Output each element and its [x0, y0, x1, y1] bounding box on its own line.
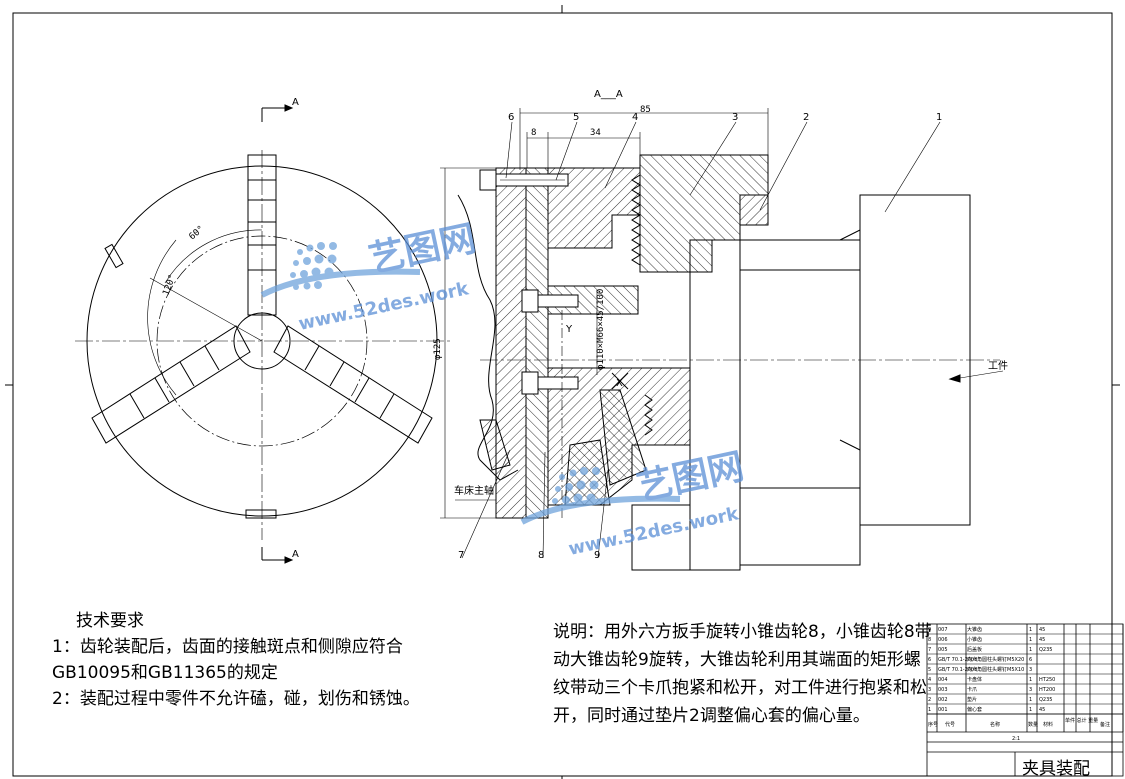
dim-8: 8 — [531, 128, 536, 138]
axis-x-label: X — [616, 378, 623, 389]
watermark-url-lower: www.52des.work — [567, 503, 742, 560]
bom-cell-material: 45 — [1039, 707, 1045, 713]
workpiece-note: 工件 — [988, 360, 1008, 372]
title-block — [926, 623, 1124, 777]
bom-cell-name: 偏心套 — [967, 706, 982, 713]
bom-cell-material: Q235 — [1039, 697, 1052, 703]
dim-34: 34 — [590, 128, 601, 138]
bom-cell-qty: 3 — [1029, 667, 1032, 673]
watermark-upper: 艺图网 www.52des.work — [260, 218, 480, 335]
section-mark-bottom: A — [292, 549, 299, 560]
dim-dia125: φ125 — [433, 338, 443, 360]
tech-requirements-title: 技术要求 — [76, 611, 144, 631]
part-label-5: 5 — [573, 112, 579, 123]
bom-cell-material: Q235 — [1039, 647, 1052, 653]
bom-cell-qty: 1 — [1029, 697, 1032, 703]
bom-cell-name: 卡盘体 — [967, 676, 982, 683]
section-view-title: A___A — [594, 89, 623, 100]
bom-cell-code: 006 — [938, 637, 948, 643]
bom-cell-no: 5 — [928, 667, 931, 673]
bom-header-remark: 备注 — [1100, 721, 1110, 728]
bom-cell-qty: 3 — [1029, 687, 1032, 693]
bom-header-qty: 数量 — [1028, 721, 1038, 728]
bom-cell-name: 小锥齿 — [967, 636, 982, 643]
bom-header-no: 序号 — [928, 721, 938, 728]
bom-cell-no: 6 — [928, 657, 931, 663]
front-view — [75, 104, 450, 564]
bom-cell-code: 007 — [938, 627, 948, 633]
axis-y-label: Y — [565, 324, 573, 335]
bom-cell-no: 2 — [928, 697, 931, 703]
tech-requirement-item-1: 1：齿轮装配后，齿面的接触斑点和侧隙应符合GB10095和GB11365的规定 — [52, 637, 403, 683]
tech-requirement-item-2: 2：装配过程中零件不允许磕，碰，划伤和锈蚀。 — [52, 689, 420, 709]
bom-cell-code: 002 — [938, 697, 948, 703]
angle-60-label: 60° — [188, 224, 207, 242]
bom-cell-name: 后盖板 — [967, 646, 982, 653]
bom-header-material: 材料 — [1043, 721, 1053, 728]
bom-cell-name: 垫片 — [967, 696, 977, 703]
bom-cell-code: 003 — [938, 687, 948, 693]
spindle-note: 车床主轴 — [454, 484, 494, 497]
part-label-7: 7 — [458, 550, 464, 561]
bom-cell-no: 9 — [928, 627, 931, 633]
bom-cell-qty: 6 — [1029, 657, 1032, 663]
drawing-title: 夹具装配 — [1022, 759, 1090, 779]
part-label-4: 4 — [632, 112, 638, 123]
part-label-2: 2 — [803, 112, 809, 123]
bom-cell-material: HT200 — [1039, 687, 1055, 693]
bom-cell-code: GB/T 70.1-2008 — [938, 657, 977, 663]
part-label-9: 9 — [594, 550, 600, 561]
bom-cell-no: 8 — [928, 637, 931, 643]
part-label-1: 1 — [936, 112, 942, 123]
bom-cell-no: 1 — [928, 707, 931, 713]
bom-cell-material: 45 — [1039, 627, 1045, 633]
bom-cell-qty: 1 — [1029, 647, 1032, 653]
bom-cell-code: 004 — [938, 677, 948, 683]
bom-header-code: 代号 — [945, 721, 955, 728]
bom-cell-qty: 1 — [1029, 627, 1032, 633]
dim-thread: φ110×M66×45/100 — [596, 289, 606, 370]
bom-cell-name: 内六角圆柱头螺钉M5X10 — [967, 666, 1024, 673]
part-label-3: 3 — [732, 112, 738, 123]
part-label-8: 8 — [538, 550, 544, 561]
part-label-6: 6 — [508, 112, 514, 123]
bom-cell-no: 7 — [928, 647, 931, 653]
section-view: A___A — [440, 89, 1004, 571]
section-mark-top: A — [292, 97, 299, 108]
bom-cell-code: GB/T 70.1-2008 — [938, 667, 977, 673]
bom-cell-qty: 1 — [1029, 677, 1032, 683]
bom-cell-material: 45 — [1039, 637, 1045, 643]
bom-cell-name: 内六角圆柱头螺钉M5X20 — [967, 656, 1024, 663]
bom-cell-code: 001 — [938, 707, 948, 713]
description-text: 说明：用外六方扳手旋转小锥齿轮8，小锥齿轮8带动大锥齿轮9旋转，大锥齿轮利用其端… — [553, 622, 932, 726]
bom-cell-name: 大锥齿 — [967, 626, 982, 633]
bom-cell-qty: 1 — [1029, 637, 1032, 643]
bom-cell-code: 005 — [938, 647, 948, 653]
dim-85: 85 — [640, 105, 651, 115]
bom-cell-material: HT250 — [1039, 677, 1055, 683]
scale-label: 2:1 — [1012, 736, 1020, 742]
bom-cell-no: 3 — [928, 687, 931, 693]
bom-cell-no: 4 — [928, 677, 931, 683]
bom-cell-qty: 1 — [1029, 707, 1032, 713]
angle-120-label: 120° — [161, 273, 178, 297]
tech-requirements: 技术要求 1：齿轮装配后，齿面的接触斑点和侧隙应符合GB10095和GB1136… — [52, 608, 472, 712]
bom-header-name: 名称 — [990, 721, 1000, 728]
bom-cell-name: 卡爪 — [967, 686, 977, 693]
bom-header-weight: 单件 总计 重量 — [1065, 717, 1098, 724]
